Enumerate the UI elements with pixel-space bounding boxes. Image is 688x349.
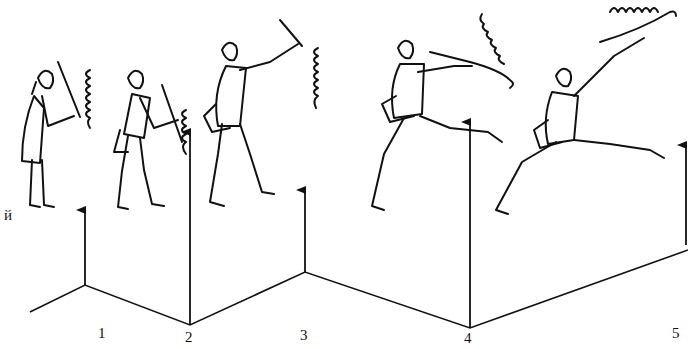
callout-number: 2: [185, 330, 193, 345]
figures: [22, 8, 676, 214]
baseline: [30, 250, 688, 328]
callout-number: 4: [464, 331, 472, 346]
callout-number: 3: [300, 328, 308, 343]
cut-off-letter: й: [4, 208, 12, 223]
callout-number: 5: [672, 326, 680, 341]
callout-number: 1: [98, 326, 106, 341]
